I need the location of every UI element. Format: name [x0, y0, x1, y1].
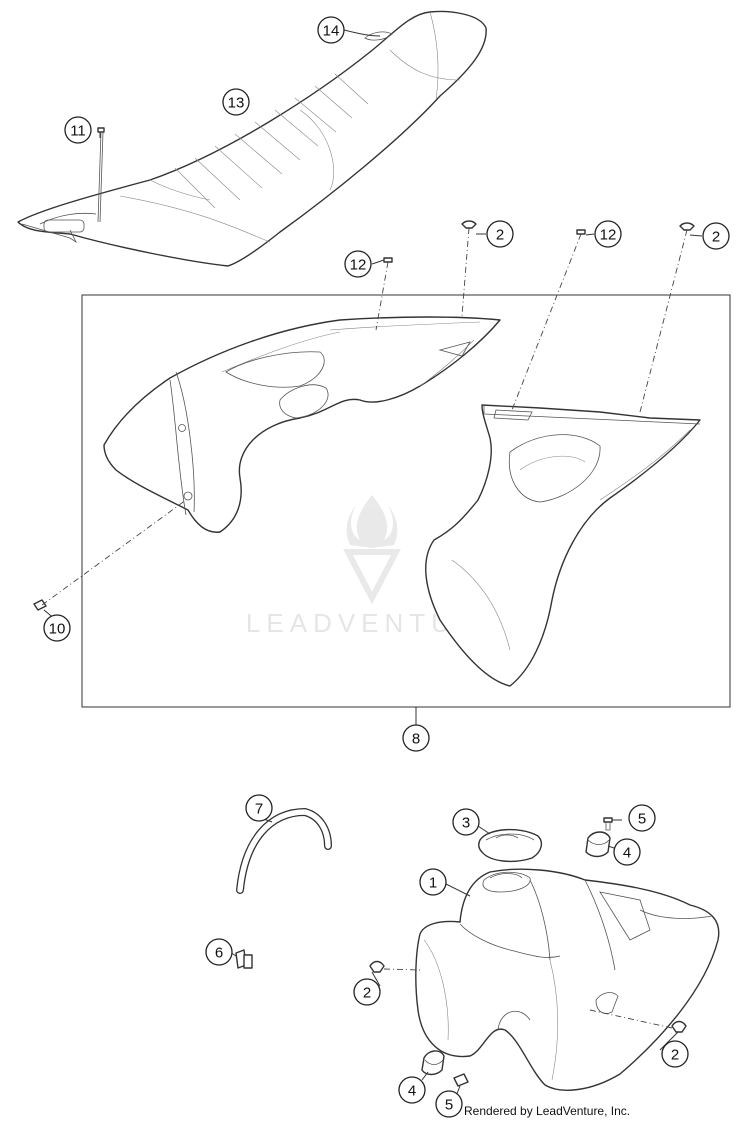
callout-3: 3 — [452, 808, 480, 836]
callout-11: 11 — [64, 116, 92, 144]
callout-8: 8 — [402, 724, 430, 752]
callout-1: 1 — [419, 868, 447, 896]
callout-7: 7 — [245, 794, 273, 822]
callout-4-upper: 4 — [613, 838, 641, 866]
callout-6: 6 — [205, 938, 233, 966]
watermark-flame-logo — [346, 495, 398, 548]
svg-text:13: 13 — [228, 95, 245, 112]
svg-text:14: 14 — [323, 23, 340, 40]
callout-12-right: 12 — [594, 220, 622, 248]
svg-text:10: 10 — [49, 621, 66, 638]
watermark-v-logo — [343, 549, 401, 605]
callout-5-upper: 5 — [628, 804, 656, 832]
callout-2-right: 2 — [702, 222, 730, 250]
svg-text:12: 12 — [350, 257, 367, 274]
rubber-grommet-upper — [585, 831, 611, 858]
screw-lower — [453, 1073, 469, 1087]
svg-text:5: 5 — [445, 1097, 453, 1114]
svg-text:1: 1 — [429, 875, 437, 892]
right-side-panel — [425, 404, 701, 687]
callout-14: 14 — [317, 16, 345, 44]
panel-screws — [33, 220, 695, 611]
callout-12-left: 12 — [344, 250, 372, 278]
svg-text:2: 2 — [712, 229, 720, 246]
callout-2-left: 2 — [486, 220, 514, 248]
svg-text:8: 8 — [412, 731, 420, 748]
seat-screw — [97, 127, 105, 223]
callout-5-lower: 5 — [435, 1090, 463, 1118]
callout-4-lower: 4 — [398, 1076, 426, 1104]
credit-text: Rendered by LeadVenture, Inc. — [464, 1104, 631, 1118]
leader-lines — [43, 29, 703, 1097]
seat — [17, 10, 487, 267]
svg-text:2: 2 — [496, 227, 504, 244]
svg-text:3: 3 — [462, 815, 470, 832]
fuel-tank — [415, 868, 720, 1091]
filler-cap — [477, 825, 543, 863]
svg-text:4: 4 — [623, 845, 631, 862]
fuel-hose — [236, 807, 332, 894]
svg-text:5: 5 — [638, 811, 646, 828]
svg-text:11: 11 — [70, 123, 86, 140]
svg-text:7: 7 — [255, 801, 263, 818]
svg-text:2: 2 — [671, 1047, 679, 1064]
svg-text:2: 2 — [363, 985, 371, 1002]
screw-upper — [603, 817, 613, 831]
callout-2-tank-right: 2 — [661, 1040, 689, 1068]
callout-10: 10 — [43, 614, 71, 642]
rubber-grommet-lower — [421, 1050, 445, 1076]
hose-clip — [229, 949, 253, 969]
svg-text:4: 4 — [408, 1083, 416, 1100]
side-panel-kit-box — [81, 294, 731, 708]
left-side-panel — [103, 316, 501, 533]
tank-screws — [369, 960, 687, 1033]
callout-13: 13 — [222, 88, 250, 116]
callout-2-tank-left: 2 — [353, 978, 381, 1006]
svg-text:12: 12 — [600, 227, 617, 244]
svg-text:6: 6 — [215, 945, 223, 962]
